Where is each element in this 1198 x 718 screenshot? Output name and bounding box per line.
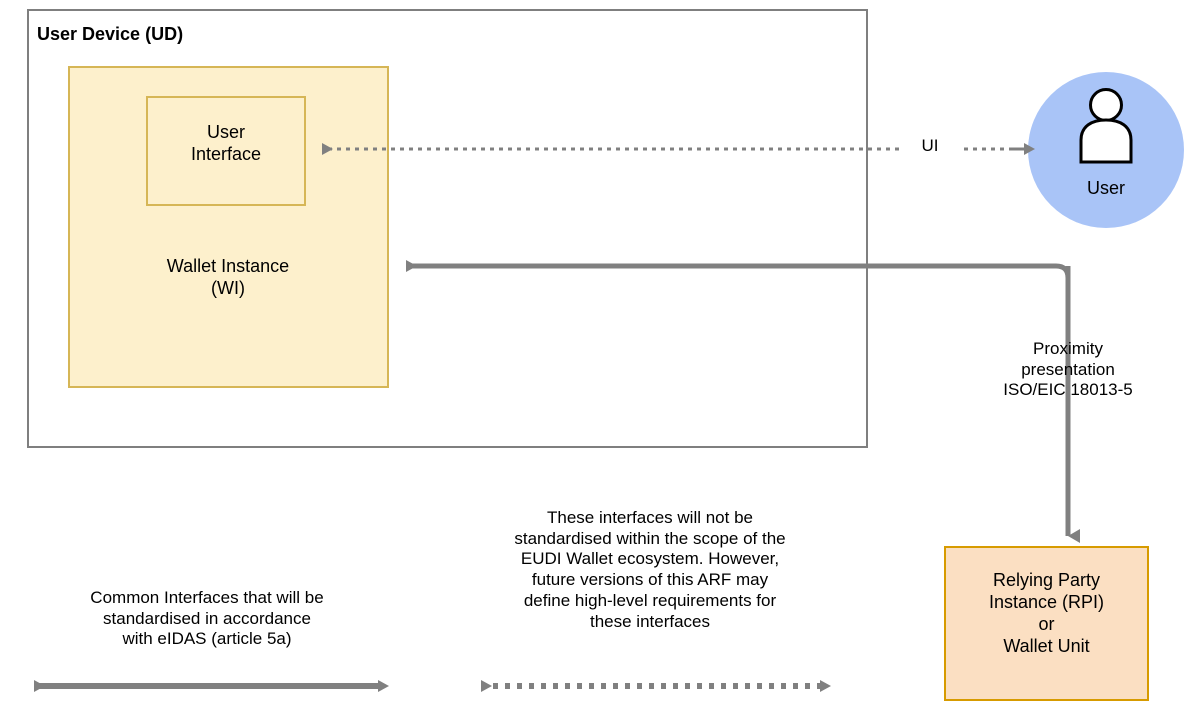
wallet-instance-label: Wallet Instance (WI) <box>166 256 290 298</box>
edge-proximity-label: Proximity presentation ISO/EIC 18013-5 <box>1003 339 1133 400</box>
relying-party-instance-label: Relying Party Instance (RPI) or Wallet U… <box>988 570 1105 656</box>
edge-ui-label: UI <box>901 136 959 157</box>
user-interface-box <box>146 96 306 206</box>
user-actor-label: User <box>1086 178 1125 198</box>
relying-party-instance-box <box>944 546 1149 701</box>
user-device-title: User Device (UD) <box>37 24 184 44</box>
person-icon <box>1079 88 1133 164</box>
legend-left-caption: Common Interfaces that will be standardi… <box>90 588 324 649</box>
user-interface-label: User Interface <box>190 122 262 164</box>
legend-middle-caption: These interfaces will not be standardise… <box>514 508 786 631</box>
